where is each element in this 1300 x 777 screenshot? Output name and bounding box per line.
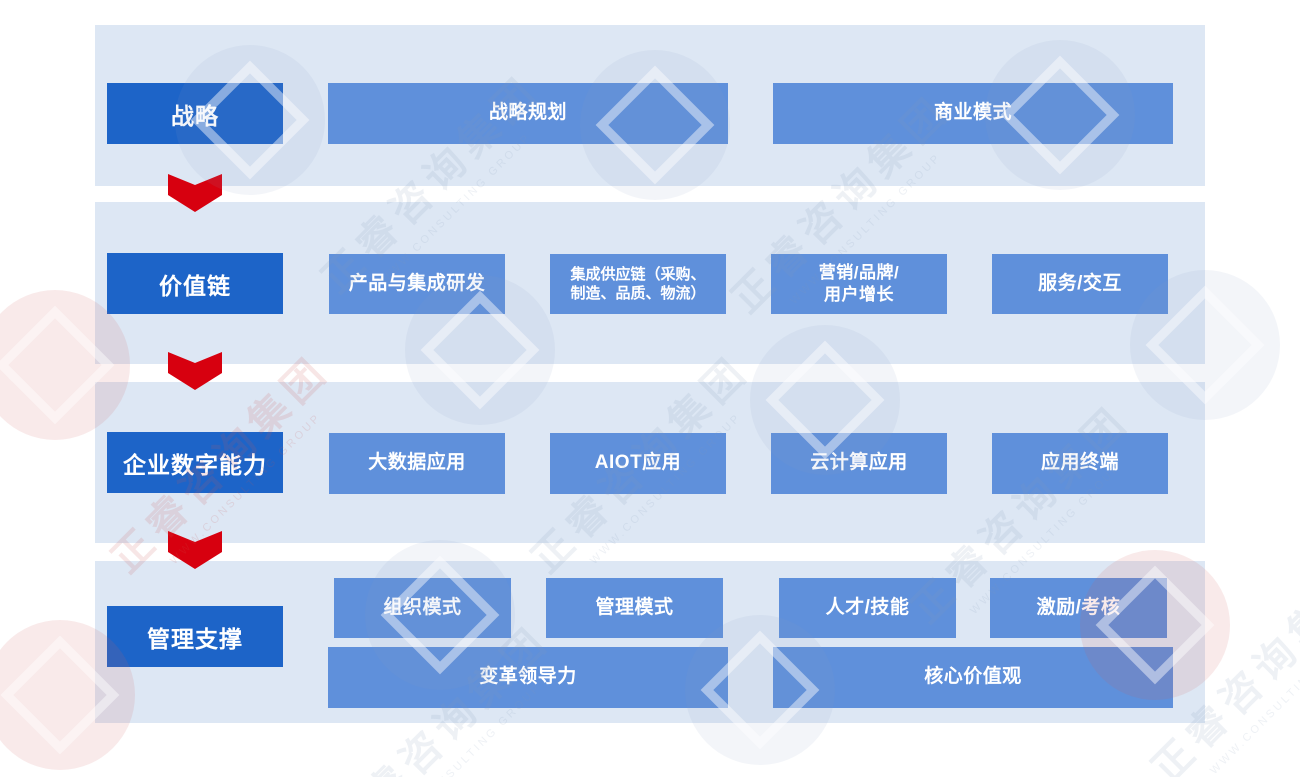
box-service-interaction: 服务/交互 (992, 254, 1168, 314)
box-integrated-supply-chain: 集成供应链（采购、 制造、品质、物流） (550, 254, 726, 314)
down-chevron-icon (168, 352, 222, 392)
box-change-leadership: 变革领导力 (328, 647, 728, 708)
box-management-model: 管理模式 (546, 578, 723, 638)
row-label-value-chain: 价值链 (107, 253, 283, 314)
row-label-digital-capability: 企业数字能力 (107, 432, 283, 493)
box-talent-skills: 人才/技能 (779, 578, 956, 638)
box-product-integrated-rd: 产品与集成研发 (329, 254, 505, 314)
box-core-values: 核心价值观 (773, 647, 1173, 708)
box-strategic-planning: 战略规划 (328, 83, 728, 144)
box-business-model: 商业模式 (773, 83, 1173, 144)
row-label-management-support: 管理支撑 (107, 606, 283, 667)
box-application-terminal: 应用终端 (992, 433, 1168, 494)
row-label-strategy: 战略 (107, 83, 283, 144)
down-chevron-icon (168, 174, 222, 214)
down-chevron-icon (168, 531, 222, 571)
box-aiot-application: AIOT应用 (550, 433, 726, 494)
box-marketing-brand-growth: 营销/品牌/ 用户增长 (771, 254, 947, 314)
box-cloud-computing-application: 云计算应用 (771, 433, 947, 494)
box-big-data-application: 大数据应用 (329, 433, 505, 494)
box-organization-model: 组织模式 (334, 578, 511, 638)
box-incentive-assessment: 激励/考核 (990, 578, 1167, 638)
